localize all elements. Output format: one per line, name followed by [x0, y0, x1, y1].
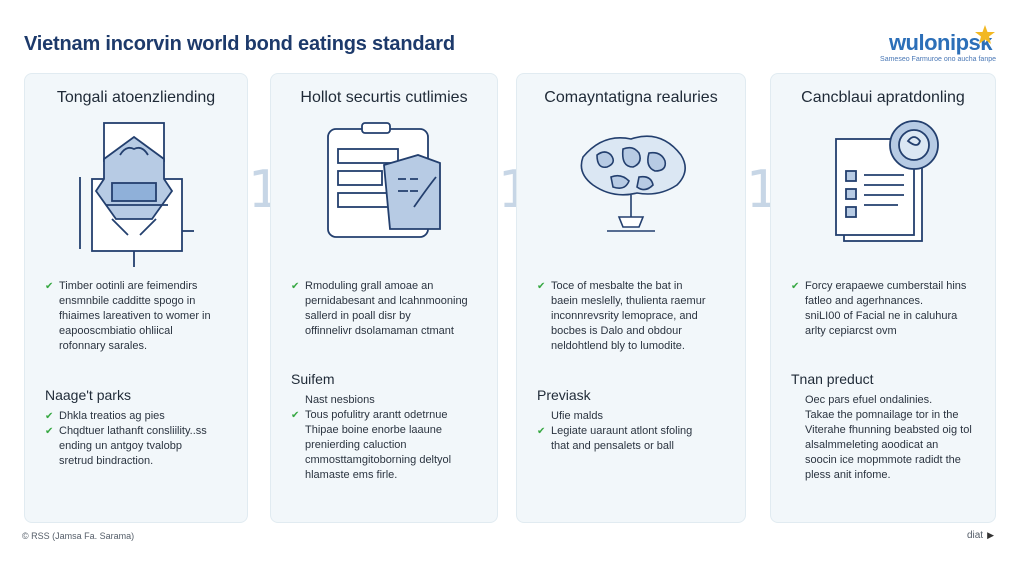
bullet-line: Ufie malds	[551, 410, 603, 422]
bullet-item: ✔Chqdtuer lathanft consliility..ss	[45, 425, 207, 437]
bullet-line: Oec pars efuel ondalinies.	[805, 394, 933, 406]
card-bullets: ✔Timber ootinli are feimendirs ensmnbile…	[45, 279, 233, 354]
card-title: Cancblaui apratdonling	[801, 89, 965, 106]
bullet-line: alsalmmeleting aoodicat an	[805, 439, 939, 451]
footer-next-link[interactable]: diat▶	[967, 530, 994, 541]
section-lines: ✔Dhkla treatios ag pies ✔Chqdtuer lathan…	[45, 409, 233, 469]
card-bullets: ✔Forcy erapaewe cumberstail hins fatleo …	[791, 279, 981, 339]
section-lines: Oec pars efuel ondalinies. Takae the pom…	[791, 393, 981, 483]
folder-chart-icon	[271, 119, 497, 294]
card-section: Naage't parks ✔Dhkla treatios ag pies ✔C…	[45, 387, 233, 469]
bullet-item: ✔Rmoduling grall amoae an	[291, 280, 434, 292]
world-map-globe-icon	[517, 119, 745, 294]
bullet-line: neldohtlend bly to lumodite.	[551, 340, 685, 352]
section-lines: Nast nesbions ✔Tous pofulitry arantt ode…	[291, 393, 483, 483]
footer-copyright: © RSS (Jamsa Fa. Sarama)	[22, 531, 135, 541]
bullet-line: that and pensalets or ball	[551, 440, 674, 452]
logo-star-icon	[975, 25, 995, 44]
bullet-line: Thipae boine enorbe laaune	[305, 424, 443, 436]
bullet-line: prenierding caluction	[305, 439, 407, 451]
bullet-line: rofonnary sarales.	[59, 340, 148, 352]
logo-wordmark: wulonipsk	[888, 30, 993, 55]
bullet-item: ✔Timber ootinli are feimendirs	[45, 280, 198, 292]
house-document-icon	[25, 119, 247, 294]
check-icon: ✔	[291, 410, 300, 421]
card-title: Hollot securtis cutlimies	[300, 89, 468, 106]
section-title: Naage't parks	[45, 387, 131, 403]
bullet-line: pernidabesant and lcahnmooning	[305, 295, 468, 307]
card-title: Comayntatigna realuries	[544, 89, 718, 106]
logo-tagline: Sameseo Farmuroe ono aucha fanpe	[880, 56, 996, 63]
check-icon: ✔	[45, 426, 54, 437]
bullet-line: cmmosttamgitoborning deltyol	[305, 454, 452, 466]
bullet-item: ✔Toce of mesbalte the bat in	[537, 280, 683, 292]
section-title: Previask	[537, 387, 591, 403]
check-icon: ✔	[45, 411, 54, 422]
bullet-line: ensmnbile cadditte spogo in	[59, 295, 196, 307]
bullet-line: soocin ice mopmmote radidt the	[805, 454, 961, 466]
bullet-line: fhiaimes lareativen to womer in	[59, 310, 211, 322]
bullet-line: hlamaste ems firle.	[305, 469, 398, 481]
section-lines: Ufie malds ✔Legiate uaraunt atlont sfoli…	[537, 409, 731, 454]
bullet-line: eapooscmbiatio ohliical	[59, 325, 173, 337]
section-title: Suifem	[291, 371, 335, 387]
certificate-seal-icon	[771, 119, 995, 294]
bullet-line: fatleo and agerhnances.	[805, 295, 924, 307]
bullet-line: pless anit infome.	[805, 469, 891, 481]
bullet-line: ending un antgoy tvalobp	[59, 440, 182, 452]
check-icon: ✔	[45, 281, 54, 292]
card-cancblaui: Cancblaui apratdonling ✔Forcy erapaewe c…	[770, 73, 996, 523]
card-section: Tnan preduct Oec pars efuel ondalinies. …	[791, 371, 981, 483]
bullet-item: ✔Dhkla treatios ag pies	[45, 410, 165, 422]
page-title: Vietnam incorvin world bond eatings stan…	[24, 33, 455, 55]
bullet-line: Viterahe fhunning beabsted oig tol	[805, 424, 972, 436]
card-section: Previask Ufie malds ✔Legiate uaraunt atl…	[537, 387, 731, 454]
card-bullets: ✔Rmoduling grall amoae an pernidabesant …	[291, 279, 483, 339]
bullet-line: sretrud bindraction.	[59, 455, 154, 467]
bullet-item: ✔Legiate uaraunt atlont sfoling	[537, 425, 693, 437]
play-arrow-icon: ▶	[987, 530, 994, 540]
bullet-item: ✔Tous pofulitry arantt odetrnue	[291, 409, 448, 421]
card-tongali: Tongali atoenzliending ✔Timber ootinli a…	[24, 73, 248, 523]
check-icon: ✔	[537, 281, 546, 292]
brand-logo: wulonipsk Sameseo Farmuroe ono aucha fan…	[876, 24, 996, 70]
card-bullets: ✔Toce of mesbalte the bat in baein mesle…	[537, 279, 731, 354]
bullet-line: arlty cepiarcst ovm	[805, 325, 897, 337]
bullet-line: bocbes is Dalo and obdour	[551, 325, 682, 337]
footer-next-label: diat	[966, 530, 984, 541]
bullet-item: ✔Forcy erapaewe cumberstail hins	[791, 280, 967, 292]
bullet-line: inconnrevsrity lemoprace, and	[551, 310, 698, 322]
bullet-line: offinnelivr dsolamaman ctmant	[305, 325, 454, 337]
check-icon: ✔	[537, 426, 546, 437]
bullet-line: sniLI00 of Facial ne in caluhura	[805, 310, 958, 322]
check-icon: ✔	[291, 281, 300, 292]
check-icon: ✔	[791, 281, 800, 292]
card-section: Suifem Nast nesbions ✔Tous pofulitry ara…	[291, 371, 483, 483]
card-comayntatigna: Comayntatigna realuries ✔Toce of mesbalt…	[516, 73, 746, 523]
bullet-line: baein meslelly, thulienta raemur	[551, 295, 706, 307]
card-title: Tongali atoenzliending	[56, 89, 216, 106]
card-hollot: Hollot securtis cutlimies ✔Rmoduling gra…	[270, 73, 498, 523]
bullet-line: Nast nesbions	[305, 394, 375, 406]
bullet-line: sallerd in poall disr by	[305, 310, 411, 322]
section-title: Tnan preduct	[791, 371, 874, 387]
bullet-line: Takae the pomnailage tor in the	[805, 409, 959, 421]
